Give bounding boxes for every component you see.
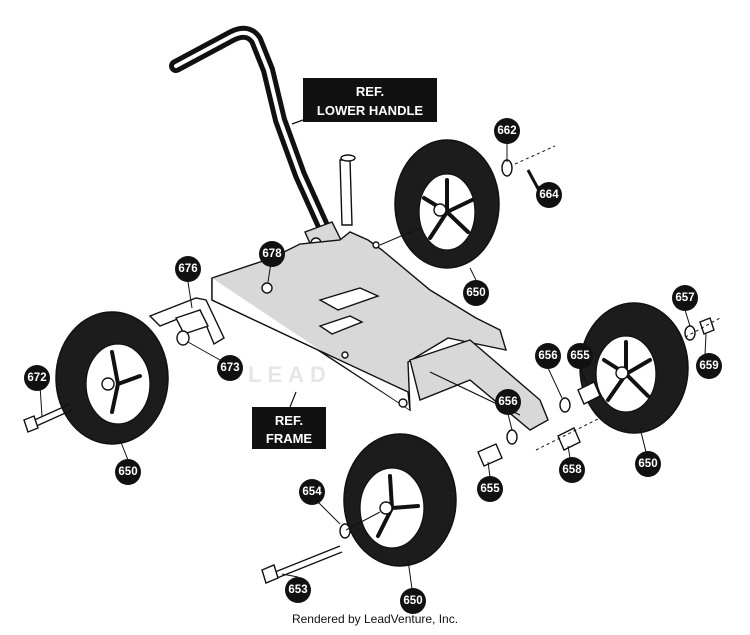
callout-650-front: 650	[400, 588, 426, 614]
watermark: LEAD	[248, 362, 332, 387]
callout-678: 678	[259, 241, 285, 267]
callout-676: 676	[175, 256, 201, 282]
callout-658: 658	[559, 457, 585, 483]
ref-label-lower-handle: REF. LOWER HANDLE	[291, 78, 437, 125]
svg-text:655: 655	[480, 483, 500, 495]
svg-text:656: 656	[538, 350, 557, 362]
callout-650-left: 650	[115, 459, 141, 485]
svg-text:672: 672	[27, 372, 46, 384]
callout-656-right: 656	[535, 343, 561, 369]
wheel-left	[55, 311, 169, 445]
callout-659: 659	[696, 353, 722, 379]
svg-text:659: 659	[699, 360, 718, 372]
callout-653: 653	[285, 577, 311, 603]
svg-text:654: 654	[302, 486, 322, 498]
svg-text:656: 656	[498, 396, 517, 408]
svg-text:650: 650	[118, 466, 137, 478]
callout-662: 662	[494, 118, 520, 144]
ref-lower-handle-line1: REF.	[356, 84, 384, 99]
ref-lower-handle-line2: LOWER HANDLE	[317, 103, 423, 118]
svg-text:662: 662	[497, 125, 516, 137]
callout-672: 672	[24, 365, 50, 391]
callout-657: 657	[672, 285, 698, 311]
svg-text:650: 650	[466, 287, 485, 299]
ref-frame-line2: FRAME	[266, 431, 313, 446]
svg-text:673: 673	[220, 362, 239, 374]
callout-650-rear: 650	[463, 280, 489, 306]
ref-label-frame: REF. FRAME	[252, 391, 326, 449]
wheel-front-center	[343, 433, 457, 567]
ref-frame-line1: REF.	[275, 413, 303, 428]
svg-text:658: 658	[562, 464, 582, 476]
callout-655-center: 655	[477, 476, 503, 502]
svg-text:657: 657	[675, 292, 694, 304]
svg-text:650: 650	[403, 595, 422, 607]
svg-text:678: 678	[262, 248, 282, 260]
svg-text:676: 676	[178, 263, 197, 275]
wheel-front-right	[579, 302, 689, 434]
svg-text:650: 650	[638, 458, 657, 470]
callout-664: 664	[536, 182, 562, 208]
leader-lines	[39, 144, 707, 590]
svg-text:655: 655	[570, 350, 590, 362]
callout-673: 673	[217, 355, 243, 381]
svg-text:653: 653	[288, 584, 307, 596]
callout-650-right: 650	[635, 451, 661, 477]
callout-656-center: 656	[495, 389, 521, 415]
lower-handle	[169, 25, 353, 271]
frame	[211, 154, 549, 431]
hardware	[23, 145, 721, 584]
svg-text:664: 664	[539, 189, 559, 201]
callout-654: 654	[299, 479, 325, 505]
callout-655-right: 655	[567, 343, 593, 369]
footer-credit: Rendered by LeadVenture, Inc.	[291, 612, 459, 626]
wheel-rear-right	[394, 139, 500, 269]
